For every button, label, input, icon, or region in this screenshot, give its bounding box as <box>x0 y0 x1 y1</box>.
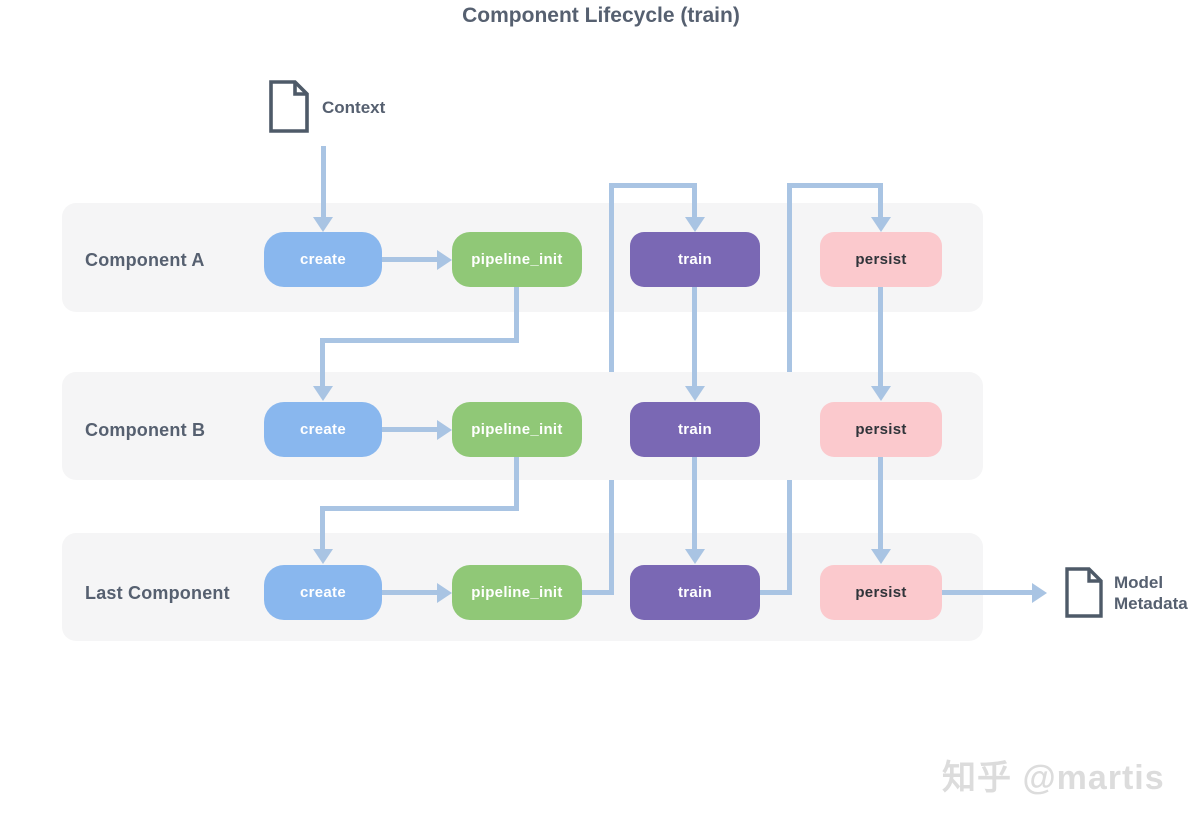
arrowhead-pipeline-last-to-train-a <box>685 217 705 232</box>
node-create-last-component: create <box>264 565 382 620</box>
connector-train-last-to-persist-a <box>787 183 792 372</box>
model-metadata-label-line1: Model <box>1114 573 1164 592</box>
model-metadata-label-line2: Metadata <box>1114 594 1188 613</box>
arrowhead-pipeline-b-to-create-last <box>313 549 333 564</box>
arrow-persist-a-to-persist-b <box>878 287 883 386</box>
watermark: 知乎 @martis <box>942 759 1165 797</box>
arrowhead-train-a-to-train-b <box>685 386 705 401</box>
row-label-component-a: Component A <box>85 250 205 270</box>
node-persist-component-b: persist <box>820 402 942 457</box>
arrowhead-create-a-to-pipeline-a <box>437 250 452 270</box>
context-label: Context <box>322 98 386 117</box>
node-create-component-b: create <box>264 402 382 457</box>
arrowhead-persist-b-to-persist-last <box>871 549 891 564</box>
arrow-persist-last-to-model-metadata <box>942 590 1032 595</box>
connector-pipeline-last-to-train-a <box>582 590 614 595</box>
node-persist-last-component: persist <box>820 565 942 620</box>
connector-pipeline-last-to-train-a <box>609 183 697 188</box>
arrow-create-b-to-pipeline-b <box>382 427 437 432</box>
arrowhead-context-to-create-a <box>313 217 333 232</box>
arrow-train-b-to-train-last <box>692 457 697 549</box>
node-train-last-component: train <box>630 565 760 620</box>
connector-pipeline-b-to-create-last <box>320 506 519 511</box>
connector-train-last-to-persist-a <box>878 183 883 217</box>
arrowhead-create-b-to-pipeline-b <box>437 420 452 440</box>
diagram-title: Component Lifecycle (train) <box>462 4 740 27</box>
connector-train-last-to-persist-a <box>787 480 792 595</box>
arrow-create-last-to-pipeline-last <box>382 590 437 595</box>
row-label-last-component: Last Component <box>85 583 230 603</box>
node-create-component-a: create <box>264 232 382 287</box>
arrowhead-train-b-to-train-last <box>685 549 705 564</box>
model-metadata-label: Model Metadata <box>1114 572 1188 614</box>
arrowhead-persist-last-to-model-metadata <box>1032 583 1047 603</box>
connector-pipeline-a-to-create-b <box>320 338 325 386</box>
node-pipeline-init-component-b: pipeline_init <box>452 402 582 457</box>
node-train-component-a: train <box>630 232 760 287</box>
connector-pipeline-a-to-create-b <box>320 338 519 343</box>
node-pipeline-init-last-component: pipeline_init <box>452 565 582 620</box>
connector-train-last-to-persist-a <box>760 590 792 595</box>
node-pipeline-init-component-a: pipeline_init <box>452 232 582 287</box>
node-train-component-b: train <box>630 402 760 457</box>
arrowhead-create-last-to-pipeline-last <box>437 583 452 603</box>
arrow-train-a-to-train-b <box>692 287 697 386</box>
context-document-icon <box>269 80 309 133</box>
arrow-context-to-create-a <box>321 146 326 218</box>
row-label-component-b: Component B <box>85 420 206 440</box>
connector-pipeline-last-to-train-a <box>692 183 697 217</box>
arrowhead-train-last-to-persist-a <box>871 217 891 232</box>
connector-pipeline-last-to-train-a <box>609 480 614 595</box>
connector-pipeline-b-to-create-last <box>514 457 519 511</box>
arrowhead-persist-a-to-persist-b <box>871 386 891 401</box>
arrowhead-pipeline-a-to-create-b <box>313 386 333 401</box>
arrow-create-a-to-pipeline-a <box>382 257 437 262</box>
arrow-persist-b-to-persist-last <box>878 457 883 549</box>
node-persist-component-a: persist <box>820 232 942 287</box>
model-metadata-document-icon <box>1065 567 1103 618</box>
connector-pipeline-last-to-train-a <box>609 183 614 372</box>
connector-train-last-to-persist-a <box>787 183 883 188</box>
connector-pipeline-a-to-create-b <box>514 287 519 343</box>
connector-pipeline-b-to-create-last <box>320 506 325 549</box>
